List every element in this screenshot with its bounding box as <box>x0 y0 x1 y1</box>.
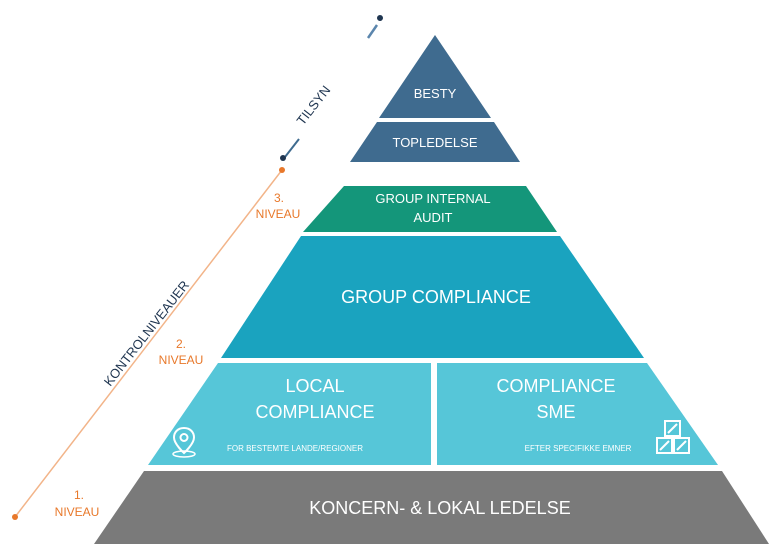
tier-besty-label: BESTY <box>414 86 457 101</box>
tier-group-internal-audit <box>303 186 557 232</box>
level-3-label: 3. NIVEAU <box>256 191 301 221</box>
axis-dot-level3 <box>279 167 285 173</box>
tier-compliance-sme <box>437 363 718 465</box>
level-3-word: NIVEAU <box>256 207 301 221</box>
tier-group-internal-audit-line1: GROUP INTERNAL <box>375 191 490 206</box>
axis-line <box>12 15 383 520</box>
axis-dot-level1 <box>12 514 18 520</box>
tier-besty <box>379 35 491 118</box>
tier-group-compliance-label: GROUP COMPLIANCE <box>341 287 531 307</box>
axis-dot-top <box>377 15 383 21</box>
level-1-label: 1. NIVEAU <box>55 488 100 519</box>
tier-ledelse <box>94 471 769 544</box>
tier-compliance-sme-line2: SME <box>536 402 575 422</box>
location-pin-icon <box>172 426 196 458</box>
tier-group-compliance <box>221 236 644 358</box>
level-3-number: 3. <box>274 191 284 205</box>
tier-local-compliance-line1: LOCAL <box>285 376 344 396</box>
tier-compliance-sme-sub: EFTER SPECIFIKKE EMNER <box>525 444 632 453</box>
tier-local-compliance-sub: FOR BESTEMTE LANDE/REGIONER <box>227 444 363 453</box>
level-1-word: NIVEAU <box>55 505 100 519</box>
level-1-number: 1. <box>74 488 84 502</box>
level-2-label: 2. NIVEAU <box>159 337 204 367</box>
tier-local-compliance <box>148 363 431 465</box>
topics-boxes-icon <box>656 420 690 454</box>
tier-local-compliance-line2: COMPLIANCE <box>255 402 374 422</box>
tier-ledelse-label: KONCERN- & LOKAL LEDELSE <box>309 498 570 518</box>
tier-topledelse-label: TOPLEDELSE <box>392 135 477 150</box>
tilsyn-label: TILSYN <box>294 83 334 128</box>
axis-dot-tilsyn <box>280 155 286 161</box>
kontrolniveauer-label: KONTROLNIVEAUER <box>101 278 192 389</box>
level-2-number: 2. <box>176 337 186 351</box>
level-2-word: NIVEAU <box>159 353 204 367</box>
tier-topledelse <box>350 122 520 162</box>
tier-group-internal-audit-line2: AUDIT <box>414 210 453 225</box>
tier-compliance-sme-line1: COMPLIANCE <box>496 376 615 396</box>
